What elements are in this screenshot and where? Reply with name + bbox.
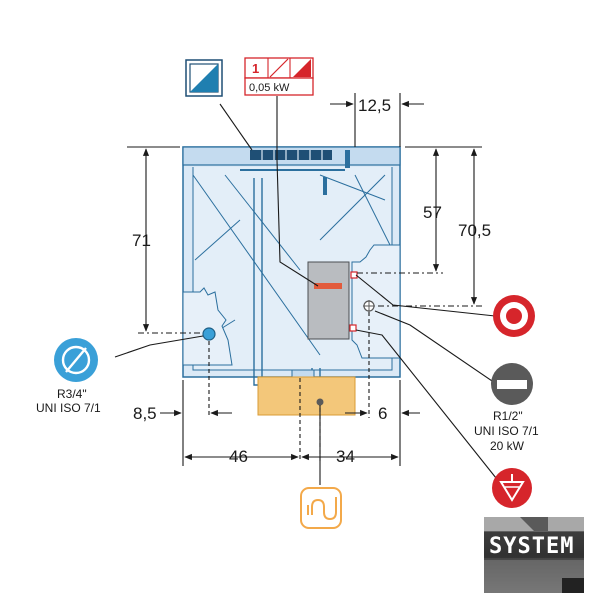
drain-area [257,376,356,416]
terminal-block [314,283,342,289]
electric-connection-icon [293,59,311,77]
water-inlet-line1: R3/4" [57,387,87,401]
dim-70-5: 70,5 [458,221,491,240]
gas-inlet-line1: R1/2" [493,409,523,423]
dim-57: 57 [423,203,442,222]
phase-icon [269,58,289,78]
equipotential-icon [492,468,532,508]
water-inlet-icon [54,338,98,382]
dim-46: 46 [229,447,248,466]
dim-8-5: 8,5 [133,404,157,423]
phase-number: 1 [252,61,259,76]
dim-71: 71 [132,231,151,250]
drain-icon [300,487,342,529]
power-box: 1 0,05 kW [244,57,314,96]
logo-text: SYSTEM [489,534,574,559]
gas-inlet-line2: UNI ISO 7/1 [474,424,539,438]
system-logo: SYSTEM [484,517,584,593]
dimension-lines [127,93,482,466]
water-connection-point [202,327,216,341]
dim-12-5: 12,5 [358,96,391,115]
appliance-body [182,146,401,378]
dim-34: 34 [336,447,355,466]
electrical-connection-icon [493,295,535,337]
power-label: 0,05 kW [249,82,290,94]
leader-lines [114,96,501,485]
control-box [307,261,350,340]
water-inlet-line2: UNI ISO 7/1 [36,401,101,415]
electrical-box-icon [185,59,223,97]
gas-inlet-line3: 20 kW [490,439,525,453]
dim-6: 6 [378,404,387,423]
gas-inlet-icon [491,363,533,405]
